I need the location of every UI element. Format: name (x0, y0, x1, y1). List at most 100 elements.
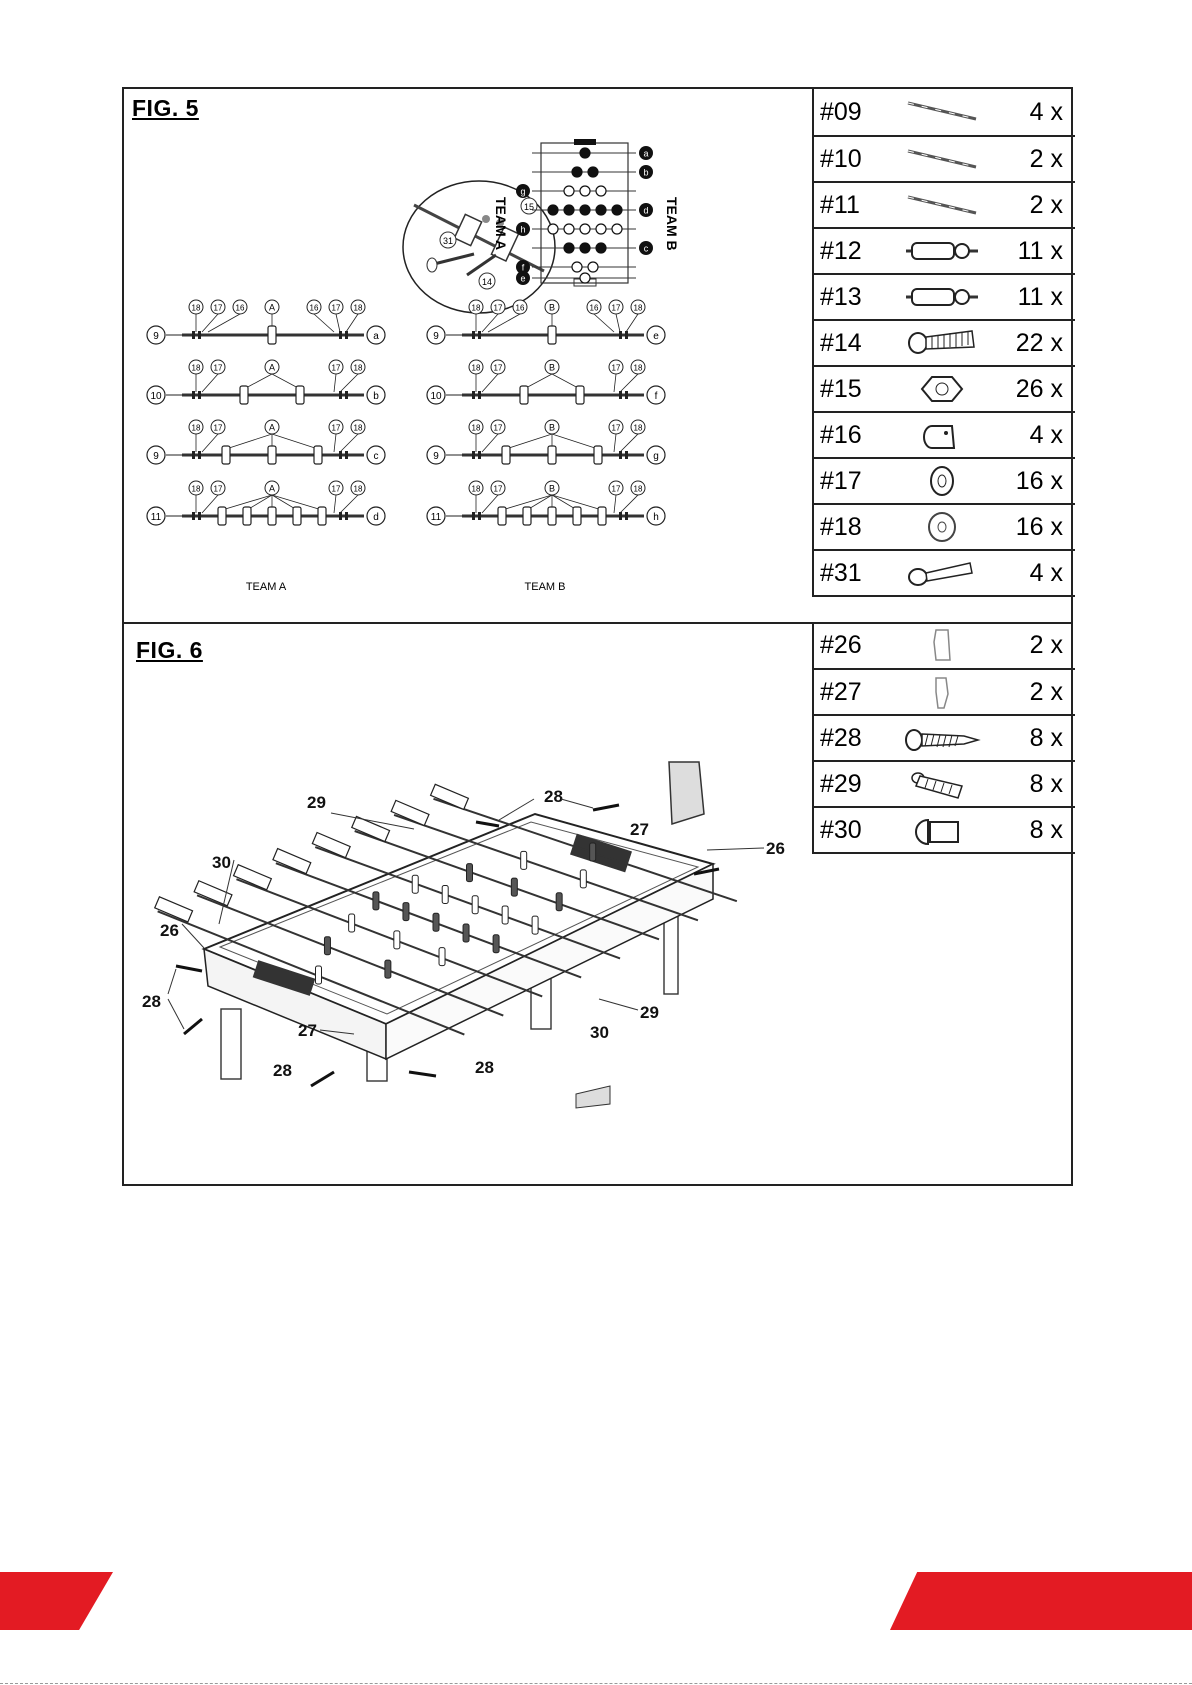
player-figure (547, 325, 557, 345)
part-callout: 17 (494, 364, 503, 373)
player-dot (579, 185, 591, 197)
player-figure (441, 885, 449, 905)
player-dot (611, 204, 623, 216)
player-figure (217, 506, 227, 526)
player-figure (547, 506, 557, 526)
part-number: #16 (820, 420, 862, 449)
player-figure-icon (906, 288, 978, 306)
rod-end-letter: d (373, 512, 379, 523)
part-quantity: 4 x (1029, 558, 1063, 587)
player-figure (593, 445, 603, 465)
table-rod (433, 797, 738, 903)
part-callout: 17 (214, 304, 223, 313)
player-dot (571, 166, 583, 178)
callout-26-right: 26 (766, 839, 785, 858)
part-number: #09 (820, 97, 862, 126)
part-number: #15 (820, 374, 862, 403)
callout-29-top: 29 (307, 793, 326, 812)
part-quantity: 2 x (1029, 190, 1063, 219)
player-figure (531, 915, 539, 935)
table-rod (275, 862, 582, 979)
player-figure (267, 445, 277, 465)
player-dot (579, 204, 591, 216)
part-number: #30 (820, 815, 862, 844)
callout-29-front: 29 (640, 1003, 659, 1022)
rod-handle (350, 815, 391, 843)
part-quantity: 8 x (1029, 769, 1063, 798)
part-callout: 16 (590, 304, 599, 313)
player-figure (510, 877, 518, 897)
nut-icon (920, 376, 964, 402)
rod-number: 9 (433, 331, 439, 342)
part-callout: 18 (634, 485, 643, 494)
fig6-table-illustration: 29 28 27 26 30 26 28 27 28 28 29 30 (142, 761, 785, 1109)
part-quantity: 4 x (1029, 97, 1063, 126)
player-figure (317, 506, 327, 526)
part-number: #17 (820, 466, 862, 495)
table-rod (393, 813, 699, 922)
detail-label-14: 14 (482, 277, 492, 287)
team-letter: A (269, 423, 275, 433)
player-dot (563, 204, 575, 216)
callout-28-front-right: 28 (475, 1058, 494, 1077)
team-letter: B (549, 484, 555, 494)
layout-marker-label: f (522, 263, 525, 273)
callout-27-top: 27 (630, 820, 649, 839)
player-figure (384, 959, 392, 979)
team-letter: A (269, 303, 275, 313)
player-figure (572, 506, 582, 526)
part-quantity: 2 x (1029, 677, 1063, 706)
layout-marker (516, 260, 530, 274)
layout-marker (516, 184, 530, 198)
part-callout: 18 (472, 485, 481, 494)
part-callout: 18 (192, 485, 201, 494)
part-callout: 18 (192, 424, 201, 433)
part-number: #10 (820, 144, 862, 173)
part-callout: 17 (214, 424, 223, 433)
layout-marker (516, 222, 530, 236)
detail-label-31: 31 (443, 236, 453, 246)
layout-marker (639, 203, 653, 217)
player-figure (579, 869, 587, 889)
part-callout: 17 (332, 364, 341, 373)
part-quantity: 11 x (1017, 282, 1063, 311)
part-callout: 18 (472, 424, 481, 433)
part-quantity: 8 x (1029, 723, 1063, 752)
callout-30-left: 30 (212, 853, 231, 872)
detail-label-15: 15 (524, 202, 534, 212)
ring-icon (928, 512, 956, 542)
rod-number: 11 (431, 512, 442, 523)
part-number: #14 (820, 328, 862, 357)
layout-marker-label: g (520, 187, 525, 197)
team-letter: B (549, 303, 555, 313)
player-dot (579, 147, 591, 159)
layout-marker (516, 271, 530, 285)
team-letter: B (549, 423, 555, 433)
layout-marker-label: e (520, 274, 525, 284)
rod-end-letter: e (653, 331, 659, 342)
rod-number: 10 (150, 391, 162, 402)
player-figure (597, 506, 607, 526)
rod-number: 9 (433, 451, 439, 462)
rod-handle (272, 847, 312, 875)
player-figure (471, 895, 479, 915)
rod-number: 9 (153, 331, 159, 342)
rod-handle (311, 831, 351, 859)
wood-screw-icon (905, 729, 981, 751)
part-quantity: 2 x (1029, 144, 1063, 173)
player-figure (242, 506, 252, 526)
player-figure (501, 445, 511, 465)
table-rod (196, 894, 504, 1017)
team-letter: B (549, 363, 555, 373)
rod-icon (907, 195, 977, 215)
rod-handle (153, 896, 194, 923)
player-figure (313, 445, 323, 465)
player-figure (432, 912, 440, 932)
